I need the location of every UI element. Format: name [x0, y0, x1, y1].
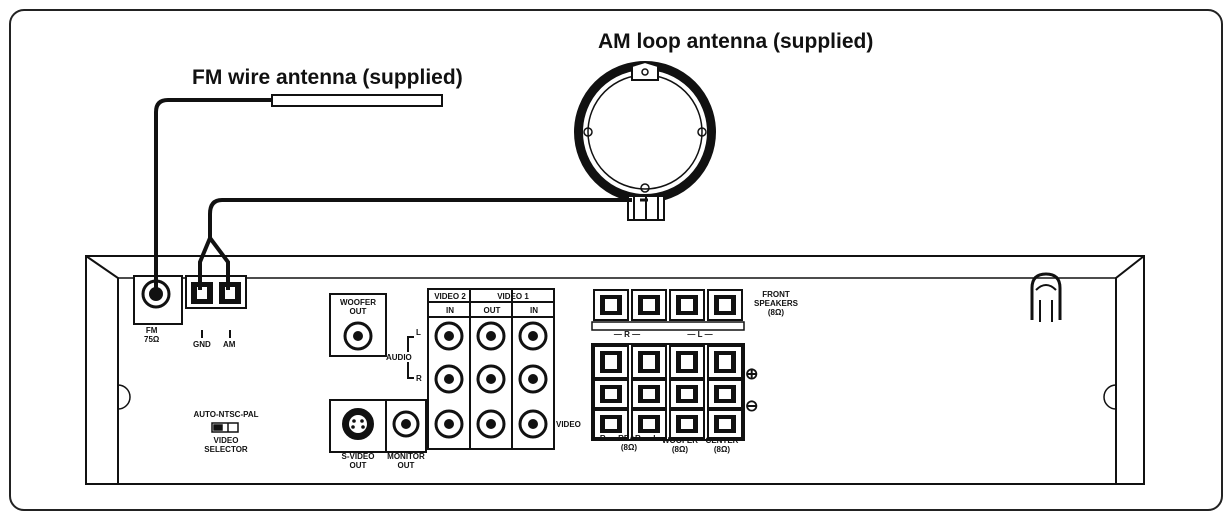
audio-r-label: R	[416, 374, 422, 383]
video1-label: VIDEO 1	[497, 292, 529, 301]
receiver-back-panel	[85, 255, 1145, 485]
speaker-terminal	[669, 289, 705, 321]
speaker-terminal	[707, 379, 743, 409]
speaker-terminals	[591, 289, 745, 441]
rca-jack	[434, 409, 464, 439]
speaker-terminal	[669, 345, 705, 379]
video-selector-label: VIDEO SELECTOR	[204, 436, 248, 454]
video-selector-switch	[211, 422, 239, 433]
rca-jack	[518, 409, 548, 439]
front-r-label: — R —	[613, 330, 641, 339]
speaker-terminal	[631, 409, 667, 439]
center-speaker-label: CENTER (8Ω)	[705, 436, 739, 454]
speaker-terminal	[707, 345, 743, 379]
rca-jack	[476, 364, 506, 394]
rear-terminal-frame	[591, 343, 745, 441]
speaker-terminal	[593, 345, 629, 379]
am-antenna-label: AM loop antenna (supplied)	[598, 30, 874, 53]
video2-in-label: IN	[446, 306, 454, 315]
am-lead-wire	[198, 198, 648, 290]
rca-jacks	[434, 321, 548, 439]
speaker-terminal	[631, 379, 667, 409]
speaker-terminal	[593, 289, 629, 321]
speaker-terminal	[707, 409, 743, 439]
rca-jack	[476, 321, 506, 351]
audio-bracket	[407, 336, 414, 379]
speaker-terminal	[631, 289, 667, 321]
front-speakers-label: FRONT SPEAKERS (8Ω)	[753, 290, 798, 317]
video1-in-label: IN	[530, 306, 538, 315]
am-gnd-terminal	[185, 275, 247, 338]
rca-jack	[518, 364, 548, 394]
front-terminal-base	[591, 321, 745, 331]
rca-jack	[434, 364, 464, 394]
video-label: VIDEO	[556, 420, 581, 429]
audio-l-label: L	[416, 328, 421, 337]
speaker-terminal	[669, 379, 705, 409]
am-label: AM	[223, 340, 236, 349]
am-loop-antenna	[574, 60, 716, 221]
monitor-out-label: MONITOR OUT	[387, 452, 425, 470]
woofer-out-jack	[329, 293, 387, 357]
gnd-label: GND	[193, 340, 211, 349]
front-l-label: — L —	[687, 330, 713, 339]
speaker-terminal	[593, 379, 629, 409]
outer-frame	[9, 9, 1223, 511]
speaker-terminal	[669, 409, 705, 439]
fm-75-label: FM 75Ω	[144, 326, 160, 344]
audio-label: AUDIO	[386, 353, 412, 362]
selector-modes-label: AUTO-NTSC-PAL	[193, 410, 259, 419]
minus-icon: ⊖	[745, 398, 759, 415]
rear-speakers-label: R — REAR — L (8Ω)	[599, 434, 659, 452]
fm-wire-antenna	[154, 94, 443, 292]
svideo-out-label: S-VIDEO OUT	[341, 452, 375, 470]
speaker-terminal	[631, 345, 667, 379]
rca-jack	[434, 321, 464, 351]
rca-jack	[476, 409, 506, 439]
woofer-speaker-label: WOOFER (8Ω)	[662, 436, 698, 454]
fm-antenna-label: FM wire antenna (supplied)	[192, 66, 463, 89]
speaker-terminal	[707, 289, 743, 321]
video1-out-label: OUT	[483, 306, 501, 315]
rca-jack	[518, 321, 548, 351]
cable-clamp	[1030, 272, 1062, 322]
woofer-out-label: WOOFER OUT	[340, 298, 376, 316]
svideo-monitor-jacks	[329, 399, 427, 453]
video2-label: VIDEO 2	[434, 292, 466, 301]
speaker-terminal	[593, 409, 629, 439]
plus-icon: ⊕	[745, 366, 759, 383]
